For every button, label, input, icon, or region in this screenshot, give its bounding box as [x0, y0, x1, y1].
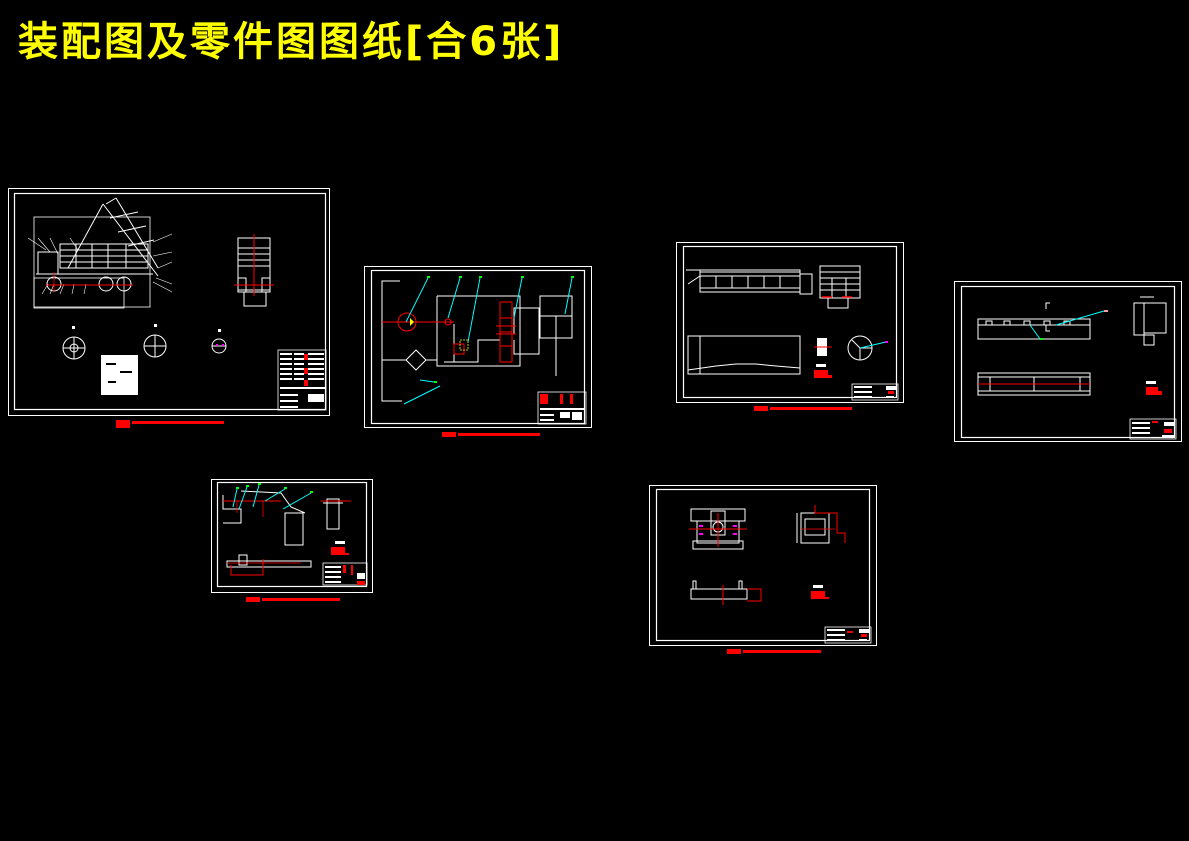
- drawing-sheet-6[interactable]: [649, 485, 877, 646]
- sheet-5-caption: [246, 597, 342, 605]
- sheet-6-linework: [649, 485, 877, 646]
- sheet-2-linework: [364, 266, 592, 428]
- sheet-3-linework: [676, 242, 904, 403]
- drawing-sheet-4[interactable]: [954, 281, 1182, 442]
- drawing-sheet-5[interactable]: [211, 479, 373, 593]
- drawing-sheet-3[interactable]: [676, 242, 904, 403]
- sheet-3-caption: [754, 406, 854, 414]
- sheet-2-caption: [442, 432, 542, 440]
- page-title: 装配图及零件图图纸[合6张]: [18, 19, 565, 65]
- sheet-6-caption: [727, 649, 823, 657]
- drawing-sheet-1[interactable]: [8, 188, 330, 416]
- sheet-1-caption: [116, 420, 226, 428]
- drawing-sheet-2[interactable]: [364, 266, 592, 428]
- sheet-1-linework: [8, 188, 330, 416]
- sheet-5-linework: [211, 479, 373, 593]
- sheet-4-linework: [954, 281, 1182, 442]
